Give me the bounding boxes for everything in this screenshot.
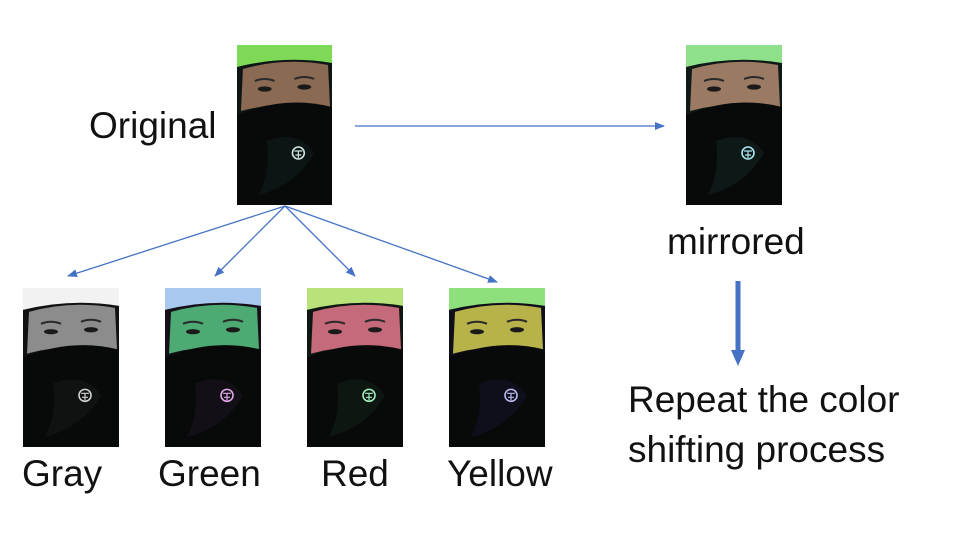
arrow-original-to-green [214, 205, 286, 277]
gray-label: Gray [22, 453, 103, 494]
yellow-emblem-icon [504, 388, 518, 403]
repeat-label-line2: shifting process [628, 429, 886, 470]
gray-photo [23, 288, 119, 447]
mirrored-photo [686, 45, 782, 205]
yellow-photo-art [449, 288, 545, 447]
mirrored-photo-art [686, 45, 782, 205]
gray-photo-art [23, 288, 119, 447]
original-photo-art [237, 45, 332, 205]
mirrored-label: mirrored [667, 221, 805, 262]
original-emblem-icon [291, 146, 306, 160]
red-photo-art [307, 288, 403, 447]
green-photo-art [165, 288, 261, 447]
arrow-original-to-gray [67, 205, 286, 278]
original-label: Original [89, 105, 217, 146]
repeat-label-line1: Repeat the color [628, 379, 900, 420]
yellow-photo [449, 288, 545, 447]
red-photo [307, 288, 403, 447]
arrow-original-to-yellow [284, 205, 498, 283]
red-label: Red [321, 453, 389, 494]
yellow-label: Yellow [447, 453, 553, 494]
green-label: Green [158, 453, 261, 494]
green-photo [165, 288, 261, 447]
green-emblem-icon [220, 388, 234, 403]
original-photo [237, 45, 332, 205]
red-emblem-icon [362, 388, 376, 403]
arrow-original-to-red [284, 205, 356, 277]
gray-emblem-icon [78, 388, 92, 403]
mirrored-emblem-icon [741, 146, 755, 160]
